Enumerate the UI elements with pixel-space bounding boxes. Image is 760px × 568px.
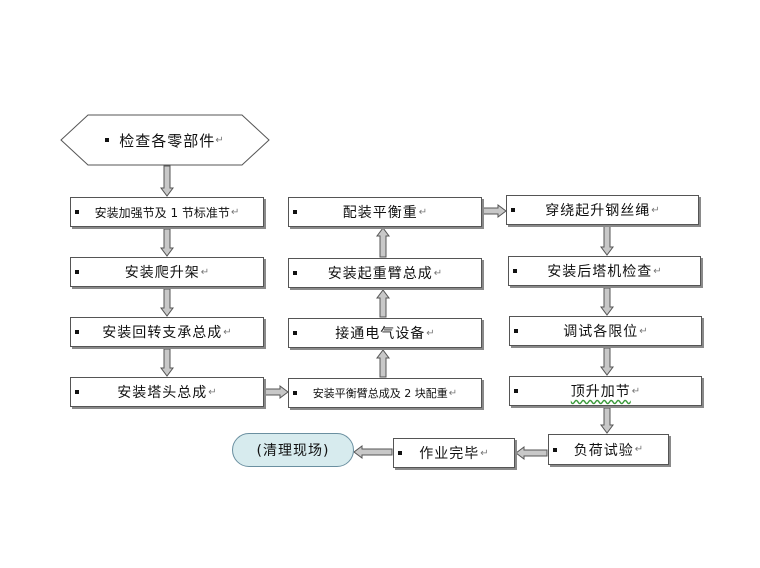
node-label: 安装后塔机检查 xyxy=(547,264,653,280)
bullet-icon xyxy=(293,391,297,395)
bullet-icon xyxy=(293,271,297,275)
node-label: 安装加强节及 1 节标准节 xyxy=(94,205,230,220)
bullet-icon xyxy=(75,270,79,274)
node-label: 顶升加节 xyxy=(570,384,631,400)
arrow-load-test-to-complete xyxy=(515,446,548,460)
node-work-complete: 作业完毕↵ xyxy=(393,438,515,468)
node-label: 负荷试验 xyxy=(573,442,634,459)
arrow-wire-rope-to-check xyxy=(600,225,614,256)
arrow-counterweight-to-wire-rope xyxy=(482,204,507,218)
arrow-slewing-to-tower-head xyxy=(160,348,174,377)
paragraph-mark-icon: ↵ xyxy=(480,447,489,459)
paragraph-mark-icon: ↵ xyxy=(631,385,641,397)
bullet-icon xyxy=(398,451,402,455)
node-label: 作业完毕 xyxy=(419,446,480,462)
paragraph-mark-icon: ↵ xyxy=(418,206,428,218)
node-install-climbing-frame: 安装爬升架↵ xyxy=(70,257,264,287)
node-label: 穿绕起升钢丝绳 xyxy=(545,203,651,219)
node-load-test: 负荷试验↵ xyxy=(548,434,669,465)
node-post-install-check: 安装后塔机检查↵ xyxy=(508,256,701,286)
bullet-icon xyxy=(511,208,515,212)
bullet-icon xyxy=(105,138,110,142)
node-reeve-wire-rope: 穿绕起升钢丝绳↵ xyxy=(506,195,699,225)
arrow-jib-to-counterweight xyxy=(376,227,390,258)
bullet-icon xyxy=(293,210,297,214)
paragraph-mark-icon: ↵ xyxy=(223,326,232,338)
arrow-inspect-to-reinforced xyxy=(160,165,174,197)
bullet-icon xyxy=(553,447,557,452)
node-label: 接通电气设备 xyxy=(335,326,426,342)
node-label: 安装平衡臂总成及 2 块配重 xyxy=(312,387,448,400)
arrow-tower-head-to-counter-jib xyxy=(264,385,289,399)
node-label: 配装平衡重 xyxy=(342,205,418,221)
arrow-complete-to-clean-site xyxy=(353,445,393,459)
paragraph-mark-icon: ↵ xyxy=(448,387,458,399)
node-install-slewing-support: 安装回转支承总成↵ xyxy=(70,317,264,347)
arrow-limits-to-jacking xyxy=(600,347,614,376)
node-install-jib: 安装起重臂总成↵ xyxy=(288,258,482,288)
paragraph-mark-icon: ↵ xyxy=(653,265,662,277)
node-label: 安装塔头总成 xyxy=(117,385,208,401)
paragraph-mark-icon: ↵ xyxy=(433,267,443,279)
node-label: 安装回转支承总成 xyxy=(102,325,223,341)
arrow-counter-jib-to-electrical xyxy=(376,349,390,378)
node-connect-electrical: 接通电气设备↵ xyxy=(288,318,482,348)
node-install-reinforced-section: 安装加强节及 1 节标准节↵ xyxy=(70,197,264,227)
paragraph-mark-icon: ↵ xyxy=(208,386,217,398)
node-install-counter-jib: 安装平衡臂总成及 2 块配重↵ xyxy=(288,378,482,408)
arrow-reinforced-to-climbing xyxy=(160,228,174,257)
paragraph-mark-icon: ↵ xyxy=(639,325,648,337)
paragraph-mark-icon: ↵ xyxy=(426,327,435,339)
node-label: 安装起重臂总成 xyxy=(327,266,433,282)
node-install-tower-head: 安装塔头总成↵ xyxy=(70,377,264,407)
arrow-electrical-to-jib xyxy=(376,289,390,318)
node-label: 调试各限位 xyxy=(563,324,639,340)
bullet-icon xyxy=(514,389,518,393)
paragraph-mark-icon: ↵ xyxy=(634,444,644,455)
paragraph-mark-icon: ↵ xyxy=(651,204,660,216)
arrow-check-to-limits xyxy=(600,287,614,316)
node-install-counterweight: 配装平衡重↵ xyxy=(288,197,482,227)
node-label: (清理现场) xyxy=(256,443,330,459)
bullet-icon xyxy=(75,330,79,334)
node-label: 安装爬升架 xyxy=(124,265,200,281)
node-clean-site: (清理现场) xyxy=(232,433,354,467)
node-jacking-sections: 顶升加节↵ xyxy=(509,376,702,406)
arrow-jacking-to-load-test xyxy=(600,407,614,434)
bullet-icon xyxy=(513,269,517,273)
arrow-climbing-to-slewing xyxy=(160,288,174,317)
paragraph-mark-icon: ↵ xyxy=(200,266,210,278)
bullet-icon xyxy=(514,329,518,333)
bullet-icon xyxy=(75,210,79,214)
bullet-icon xyxy=(75,390,79,394)
hexagon-shape xyxy=(60,114,270,166)
bullet-icon xyxy=(293,331,297,335)
node-label: 检查各零部件 xyxy=(119,131,216,150)
paragraph-mark-icon: ↵ xyxy=(230,206,240,218)
node-adjust-limits: 调试各限位↵ xyxy=(509,316,702,346)
node-inspect-parts: 检查各零部件 ↵ xyxy=(60,114,270,166)
paragraph-mark-icon: ↵ xyxy=(215,134,225,146)
